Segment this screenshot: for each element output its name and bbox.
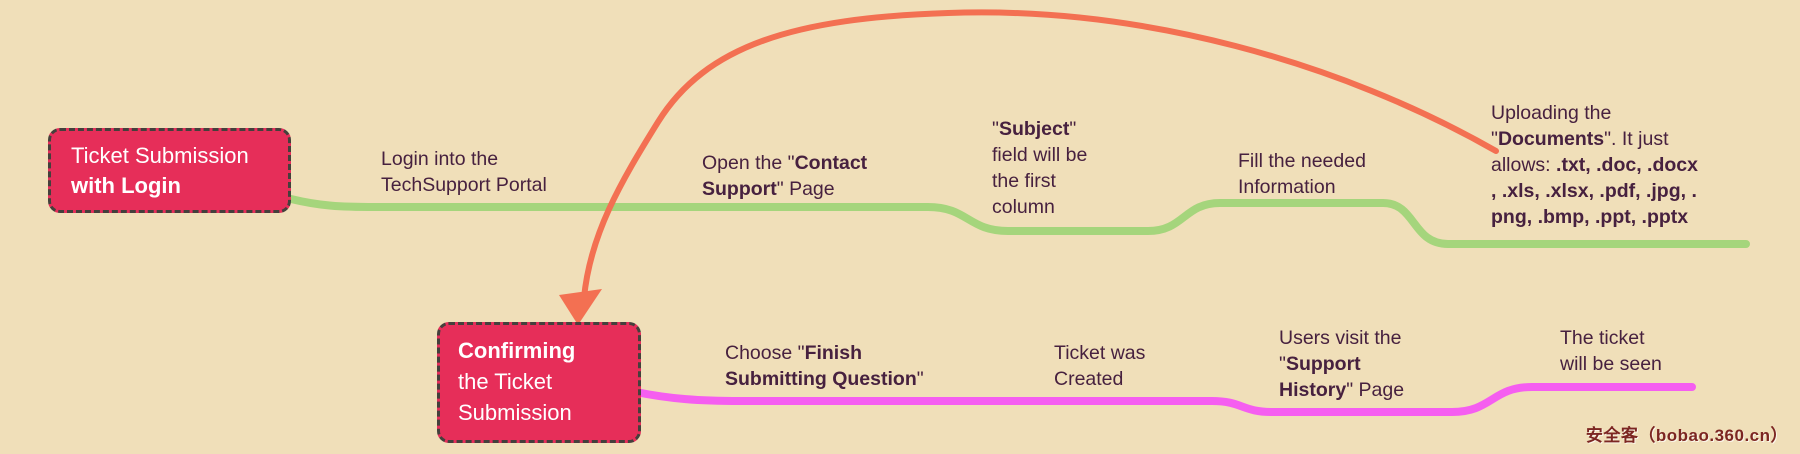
text-line: column — [992, 196, 1055, 218]
text-line: Choose "Finish — [725, 342, 862, 364]
node-ticket-will-be-seen[interactable]: The ticket will be seen — [1560, 325, 1662, 377]
text-line: with Login — [71, 173, 181, 198]
text-line: allows: .txt, .doc, .docx — [1491, 154, 1698, 176]
text-line: Ticket was — [1054, 342, 1146, 364]
node-subject-first-column[interactable]: "Subject" field will be the first column — [992, 116, 1087, 220]
relationship-arrow-head — [559, 289, 602, 325]
text-line: History" Page — [1279, 379, 1405, 401]
text-line: the Ticket — [458, 369, 553, 394]
text-line: , .xls, .xlsx, .pdf, .jpg, . — [1491, 180, 1697, 202]
text-line: Users visit the — [1279, 327, 1402, 349]
text-line: Submission — [458, 400, 572, 425]
text-line: Login into the — [381, 148, 499, 170]
text-line: The ticket — [1560, 327, 1645, 349]
text-line: Support" Page — [702, 178, 835, 200]
branch-magenta-line — [632, 383, 1696, 416]
text-line: Created — [1054, 368, 1124, 390]
text-line: will be seen — [1560, 353, 1662, 375]
text-line: Uploading the — [1491, 102, 1612, 124]
text-line: Information — [1238, 176, 1336, 198]
text-line: "Documents". It just — [1491, 128, 1669, 150]
text-line: field will be — [992, 144, 1088, 166]
text-line: "Support — [1279, 353, 1361, 375]
text-line: Confirming — [458, 338, 576, 363]
text-line: Open the "Contact — [702, 152, 868, 174]
text-line: TechSupport Portal — [381, 174, 547, 196]
text-line: png, .bmp, .ppt, .pptx — [1491, 206, 1689, 228]
node-uploading-documents[interactable]: Uploading the "Documents". It just allows:… — [1491, 100, 1698, 230]
text-line: Submitting Question" — [725, 368, 924, 390]
text-line: Ticket Submission — [71, 143, 249, 168]
relationship-arrow-curve — [581, 9, 1499, 301]
branch-green-line — [287, 195, 1750, 248]
text-line: "Subject" — [992, 118, 1077, 140]
text-line: Fill the needed — [1238, 150, 1366, 172]
text-line: the first — [992, 170, 1056, 192]
topic-ticket-submission-with-login[interactable]: Ticket Submission with Login — [48, 128, 291, 213]
watermark: 安全客（bobao.360.cn） — [1585, 426, 1788, 445]
